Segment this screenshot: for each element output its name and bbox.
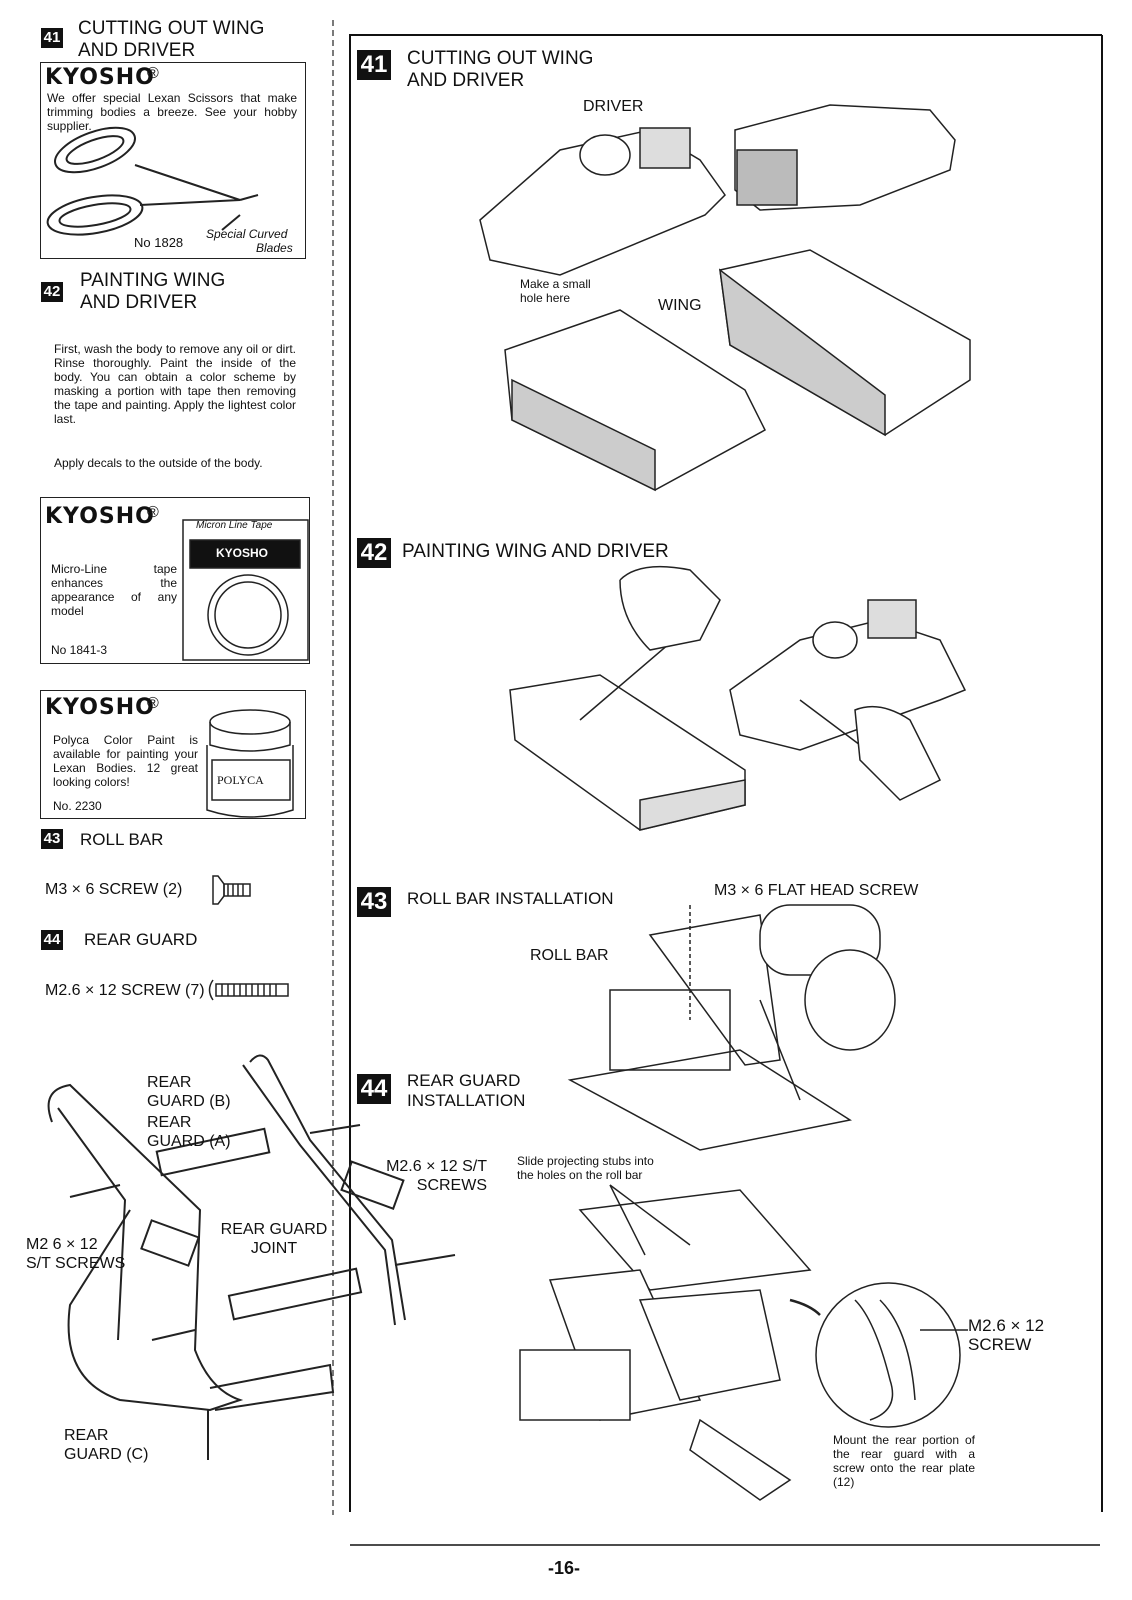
- rear-guard-a-line1: REAR: [147, 1114, 192, 1131]
- right-step-44-title-line1: REAR GUARD: [407, 1071, 521, 1090]
- mount-rear-note: Mount the rear portion of the rear guard…: [833, 1433, 975, 1489]
- right-step-44-title-line2: INSTALLATION: [407, 1091, 526, 1110]
- painting-illustration: [509, 565, 967, 831]
- step-41-badge: 41: [41, 28, 63, 48]
- step-41-title-line1: CUTTING OUT WING: [78, 18, 265, 39]
- rear-guard-c-label: REAR GUARD (C): [64, 1426, 148, 1464]
- wing-label: WING: [658, 297, 702, 314]
- step-43-title: ROLL BAR: [80, 830, 164, 849]
- kyosho-scissors-ad: KYOSHO ® We offer special Lexan Scissors…: [40, 62, 306, 259]
- m26-screw-line1: M2.6 × 12: [968, 1316, 1045, 1335]
- step-44-large-badge: 44: [357, 1074, 391, 1104]
- tape-package-label: Micron Line Tape: [196, 520, 273, 531]
- kyosho-logo: KYOSHO: [45, 504, 155, 529]
- st-screws-left-label: M2 6 × 12 S/T SCREWS: [26, 1235, 125, 1273]
- painting-instructions: First, wash the body to remove any oil o…: [54, 342, 296, 426]
- rear-guard-joint-line1: REAR GUARD: [220, 1221, 328, 1238]
- right-step-41-title-line1: CUTTING OUT WING: [407, 48, 594, 69]
- tape-part-no: No 1841-3: [51, 643, 108, 657]
- m26-screw-spec: M2.6 × 12 SCREW (7): [45, 982, 205, 999]
- kyosho-logo: KYOSHO: [45, 695, 155, 720]
- registered-mark: ®: [147, 504, 159, 521]
- rear-guard-c-line1: REAR: [64, 1427, 109, 1444]
- rear-guard-joint-line2: JOINT: [250, 1240, 298, 1257]
- step-42-title-line2: AND DRIVER: [80, 292, 198, 313]
- polyca-paint-jar-illustration: [206, 709, 294, 818]
- paint-part-no: No. 2230: [53, 799, 102, 813]
- make-hole-line2: hole here: [520, 291, 571, 305]
- registered-mark: ®: [147, 65, 159, 82]
- slide-stubs-line2: the holes on the roll bar: [517, 1168, 643, 1182]
- make-hole-line1: Make a small: [520, 277, 591, 291]
- rear-guard-b-line1: REAR: [147, 1074, 192, 1091]
- driver-label: DRIVER: [583, 98, 644, 115]
- page-number: -16-: [548, 1558, 581, 1578]
- right-step-42-title: PAINTING WING AND DRIVER: [402, 541, 669, 562]
- blade-label-line2: Blades: [256, 241, 293, 255]
- kyosho-logo: KYOSHO: [45, 65, 155, 90]
- driver-body-illustration: [479, 104, 956, 276]
- step-41-large-badge: 41: [357, 50, 391, 80]
- st-screws-right-line2: SCREWS: [416, 1177, 487, 1194]
- slide-stubs-note: Slide projecting stubs into the holes on…: [517, 1154, 654, 1182]
- micro-line-tape-illustration: [182, 519, 309, 661]
- m3-screw-icon: [212, 875, 251, 905]
- rear-guard-c-line2: GUARD (C): [64, 1446, 149, 1463]
- step-41-title-line2: AND DRIVER: [78, 40, 196, 61]
- roll-bar-chassis-illustration: [567, 904, 896, 1151]
- m26-screw-label: M2.6 × 12 SCREW: [968, 1316, 1044, 1354]
- step-42-large-badge: 42: [357, 538, 391, 568]
- scissors-illustration: [46, 126, 259, 236]
- step-44-title: REAR GUARD: [84, 930, 198, 949]
- tape-package-brand: KYOSHO: [216, 546, 269, 560]
- scissors-ad-text: We offer special Lexan Scissors that mak…: [47, 91, 297, 133]
- registered-mark: ®: [147, 695, 159, 712]
- rear-guard-b-line2: GUARD (B): [147, 1093, 231, 1110]
- rear-guard-a-line2: GUARD (A): [147, 1133, 231, 1150]
- right-step-41-title-line2: AND DRIVER: [407, 70, 525, 91]
- step-43-badge: 43: [41, 829, 63, 849]
- scissors-part-no: No 1828: [134, 235, 184, 250]
- right-step-43-title: ROLL BAR INSTALLATION: [407, 889, 614, 908]
- paint-jar-label: POLYCA: [217, 773, 264, 787]
- tape-ad-text: Micro-Line tape enhances the appearance …: [51, 562, 177, 618]
- m3-screw-spec: M3 × 6 SCREW (2): [45, 881, 183, 898]
- flat-head-screw-label: M3 × 6 FLAT HEAD SCREW: [714, 882, 919, 899]
- st-screws-left-line1: M2 6 × 12: [26, 1236, 98, 1253]
- m26-screw-icon: [208, 979, 289, 1001]
- rear-guard-a-label: REAR GUARD (A): [147, 1113, 231, 1151]
- step-43-large-badge: 43: [357, 887, 391, 917]
- m26-screw-line2: SCREW: [968, 1335, 1032, 1354]
- st-screws-right-line1: M2.6 × 12 S/T: [386, 1158, 487, 1175]
- step-41-title: CUTTING OUT WING AND DRIVER: [78, 18, 264, 62]
- make-hole-note: Make a small hole here: [520, 277, 591, 305]
- rear-guard-joint-label: REAR GUARD JOINT: [214, 1220, 334, 1258]
- step-42-title-line1: PAINTING WING: [80, 270, 226, 291]
- slide-stubs-line1: Slide projecting stubs into: [517, 1154, 654, 1168]
- kyosho-paint-ad: KYOSHO ® Polyca Color Paint is available…: [40, 690, 306, 819]
- rear-guard-diagram: [47, 1054, 456, 1460]
- rear-guard-installation-illustration: [519, 1184, 968, 1501]
- kyosho-tape-ad: KYOSHO ® Micron Line Tape KYOSHO Micro-L…: [40, 497, 310, 664]
- st-screws-right-label: M2.6 × 12 S/T SCREWS: [382, 1157, 487, 1195]
- st-screws-left-line2: S/T SCREWS: [26, 1255, 126, 1272]
- blade-label-line1: Special Curved: [206, 227, 288, 241]
- rear-guard-b-label: REAR GUARD (B): [147, 1073, 231, 1111]
- paint-ad-text: Polyca Color Paint is available for pain…: [53, 733, 198, 789]
- right-step-44-title: REAR GUARD INSTALLATION: [407, 1071, 525, 1111]
- step-42-title: PAINTING WING AND DRIVER: [80, 270, 225, 314]
- step-42-badge: 42: [41, 282, 63, 302]
- roll-bar-label: ROLL BAR: [530, 947, 609, 964]
- decal-instructions: Apply decals to the outside of the body.: [54, 456, 263, 470]
- wing-illustration: [504, 249, 971, 492]
- right-step-41-title: CUTTING OUT WING AND DRIVER: [407, 48, 593, 92]
- step-44-badge: 44: [41, 930, 63, 950]
